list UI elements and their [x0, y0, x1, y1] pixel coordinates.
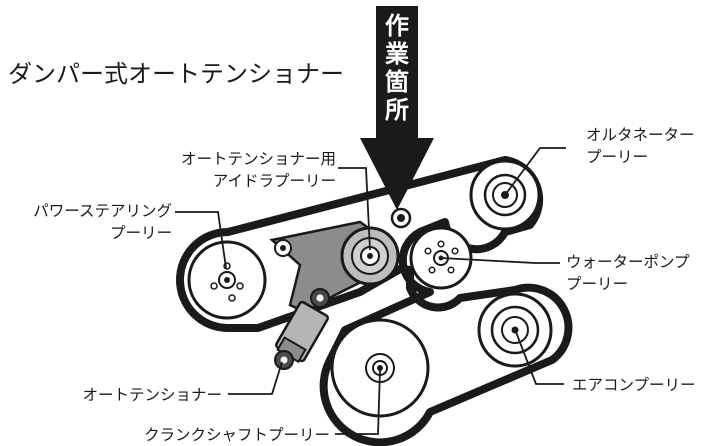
label-ac-pulley: エアコンプーリー	[572, 376, 696, 394]
work-area-bolt	[390, 207, 412, 229]
label-power-steering-line1: パワーステアリング	[33, 202, 172, 220]
leader-lines	[175, 147, 566, 435]
work-area-char-4: 所	[385, 96, 409, 124]
label-alternator-line1: オルタネーター	[586, 126, 695, 144]
work-area-char-2: 業	[385, 40, 409, 68]
serpentine-belt	[176, 156, 573, 446]
label-water-pump-line1: ウォーターポンプ	[566, 253, 690, 271]
label-auto-tensioner: オートテンショナー	[82, 386, 222, 404]
work-area-char-3: 箇	[385, 68, 409, 96]
auto-tensioner-damper	[274, 300, 330, 370]
crankshaft-pulley	[330, 318, 430, 418]
label-idler-line1: オートテンショナー用	[181, 150, 336, 168]
label-water-pump-line2: プーリー	[566, 275, 628, 293]
work-area-arrow: 作 業 箇 所	[360, 6, 434, 210]
labels: オルタネーター プーリー オートテンショナー用 アイドラプーリー パワーステアリ…	[33, 126, 695, 444]
label-alternator-line2: プーリー	[586, 148, 648, 166]
work-area-char-1: 作	[385, 12, 409, 40]
label-crankshaft-pulley: クランクシャフトプーリー	[144, 426, 330, 444]
label-idler-line2: アイドラプーリー	[213, 172, 336, 190]
power-steering-pulley	[187, 240, 267, 320]
label-power-steering-line2: プーリー	[110, 224, 172, 242]
diagram-title: ダンパー式オートテンショナー	[8, 60, 344, 88]
ac-pulley	[477, 292, 553, 368]
idler-pulley	[340, 226, 400, 286]
